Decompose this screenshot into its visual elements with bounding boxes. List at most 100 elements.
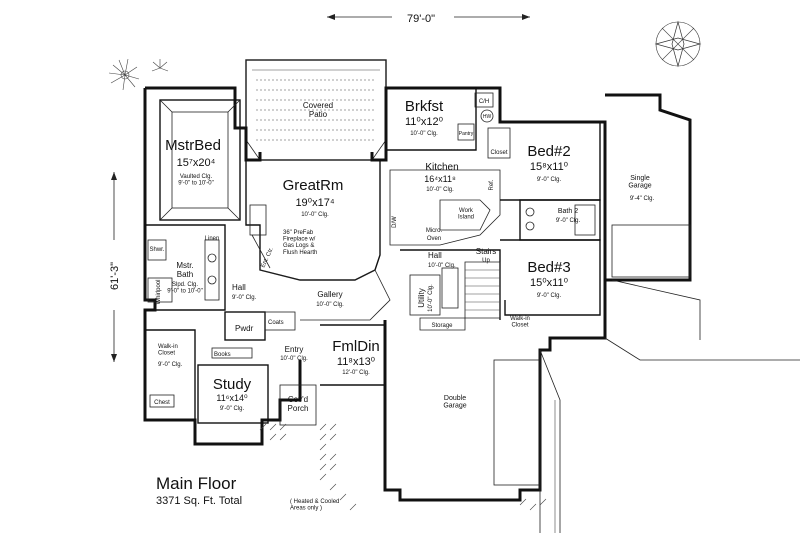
svg-text:10'-0" Clg.: 10'-0" Clg. (428, 263, 456, 269)
study-size: 11⁶x14⁰ (216, 393, 248, 403)
study: Study 11⁶x14⁰ 9'-0" Clg. (197, 364, 269, 424)
bed3-size: 15⁰x11⁰ (530, 277, 569, 289)
arrow-up-icon (111, 172, 117, 180)
svg-text:9'-0" Clg.: 9'-0" Clg. (158, 362, 183, 368)
gallery: Gallery 10'-0" Clg. (259, 269, 391, 321)
bed2-size: 15⁸x11⁰ (530, 161, 569, 173)
svg-text:9'-0" Clg.: 9'-0" Clg. (537, 177, 562, 183)
svg-text:Closet: Closet (490, 150, 507, 156)
great-room-size: 19⁰x17⁴ (295, 197, 334, 209)
svg-text:10'-0" Clg.: 10'-0" Clg. (428, 284, 434, 312)
hall-left-name: Hall (232, 283, 246, 292)
svg-text:Pwdr: Pwdr (235, 324, 254, 333)
bed3-name: Bed#3 (527, 259, 570, 276)
bed2-name: Bed#2 (527, 143, 570, 160)
great-room-name: GreatRm (283, 177, 344, 194)
great-room-note: 10'-0" Clg. (301, 212, 329, 218)
compass-rose-icon (654, 20, 702, 68)
svg-text:Utility: Utility (417, 288, 426, 308)
svg-text:Bath 2: Bath 2 (558, 208, 578, 215)
brkfst-size: 11⁰x12⁰ (405, 116, 444, 128)
svg-text:10'-0" Clg.: 10'-0" Clg. (426, 187, 454, 193)
svg-text:Coats: Coats (268, 320, 284, 326)
svg-text:Pantry: Pantry (459, 131, 474, 137)
svg-text:9'-4" Clg.: 9'-4" Clg. (630, 196, 655, 202)
svg-text:Books: Books (214, 352, 231, 358)
master-bedroom: MstrBed 15⁷x20⁴ Vaulted Clg.9'-0" to 10'… (159, 99, 241, 221)
svg-text:Stairs: Stairs (476, 247, 496, 256)
depth-label: 61'-3" (109, 262, 121, 290)
footer: Main Floor 3371 Sq. Ft. Total ( Heated &… (156, 474, 339, 512)
kitchen-size: 16⁴x11⁸ (424, 174, 456, 184)
svg-text:Storage: Storage (431, 323, 453, 329)
study-name: Study (213, 376, 252, 393)
width-label: 79'-0" (407, 13, 435, 25)
formal-dining: FmlDin 11⁸x13⁰ 12'-0" Clg. (320, 324, 386, 386)
hall-stairs-utility: Hall 10'-0" Clg. Stairs Up Utility 10'-0… (400, 247, 501, 331)
svg-text:HW: HW (483, 114, 492, 120)
mstr-bed-size: 15⁷x20⁴ (177, 157, 216, 169)
powder-coats-books: Pwdr Coats Books (211, 311, 296, 359)
svg-text:D/W: D/W (392, 216, 398, 228)
bedroom-2: Bed#2 15⁸x11⁰ 9'-0" Clg. Closet (487, 121, 601, 201)
svg-text:9'-0" Clg.: 9'-0" Clg. (220, 406, 245, 412)
bath-2: Bath 2 9'-0" Clg. (519, 199, 601, 241)
svg-text:Oven: Oven (427, 236, 441, 242)
breakfast-kitchen: Brkfst 11⁰x12⁰ 10'-0" Clg. Kitchen 16⁴x1… (386, 87, 501, 246)
brkfst-name: Brkfst (405, 98, 444, 115)
hw-circle (480, 109, 494, 123)
svg-text:9'-0" Clg.: 9'-0" Clg. (232, 295, 257, 301)
svg-text:C/H: C/H (479, 99, 489, 105)
svg-text:Ref.: Ref. (489, 179, 495, 190)
arrow-right-icon (522, 14, 530, 20)
master-bath: Mstr.Bath Slpd. Clg.9'-0" to 10'-0" Shwr… (145, 224, 226, 311)
depth-dimension: 61'-3" (104, 172, 124, 362)
driveway-lines (539, 337, 800, 533)
svg-text:Chest: Chest (154, 400, 170, 406)
svg-text:12'-0" Clg.: 12'-0" Clg. (342, 370, 370, 376)
fml-din-name: FmlDin (332, 338, 380, 355)
tree-icon (108, 58, 140, 91)
svg-text:Linen: Linen (205, 236, 220, 242)
footer-total: 3371 Sq. Ft. Total (156, 495, 242, 507)
arrow-down-icon (111, 354, 117, 362)
mstr-bed-note: Vaulted Clg.9'-0" to 10'-0" (178, 174, 214, 187)
svg-text:9'-0" Clg.: 9'-0" Clg. (556, 218, 581, 224)
left-hall: Hall 9'-0" Clg. (232, 283, 257, 301)
svg-text:Up: Up (482, 258, 490, 264)
svg-text:Slpd. Clg.9'-0" to 10'-0": Slpd. Clg.9'-0" to 10'-0" (167, 282, 203, 295)
mstr-bed-name: MstrBed (165, 137, 221, 154)
svg-text:10'-0" Clg.: 10'-0" Clg. (410, 131, 438, 137)
shrub-icon (151, 59, 169, 72)
fml-din-size: 11⁸x13⁰ (337, 356, 376, 368)
svg-text:10'-0" Clg.: 10'-0" Clg. (316, 302, 344, 308)
svg-text:Ent. Ctr.: Ent. Ctr. (260, 246, 275, 268)
svg-text:Shwr.: Shwr. (149, 247, 164, 253)
footer-title: Main Floor (156, 474, 237, 493)
svg-text:Mstr.Bath: Mstr.Bath (176, 261, 193, 279)
ch-box (474, 92, 494, 108)
arrow-left-icon (327, 14, 335, 20)
entry-name: Entry (285, 345, 304, 354)
width-dimension: 79'-0" (327, 8, 530, 26)
front-shrubs (259, 423, 547, 511)
kitchen-name: Kitchen (425, 162, 458, 173)
svg-text:9'-0" Clg.: 9'-0" Clg. (537, 293, 562, 299)
